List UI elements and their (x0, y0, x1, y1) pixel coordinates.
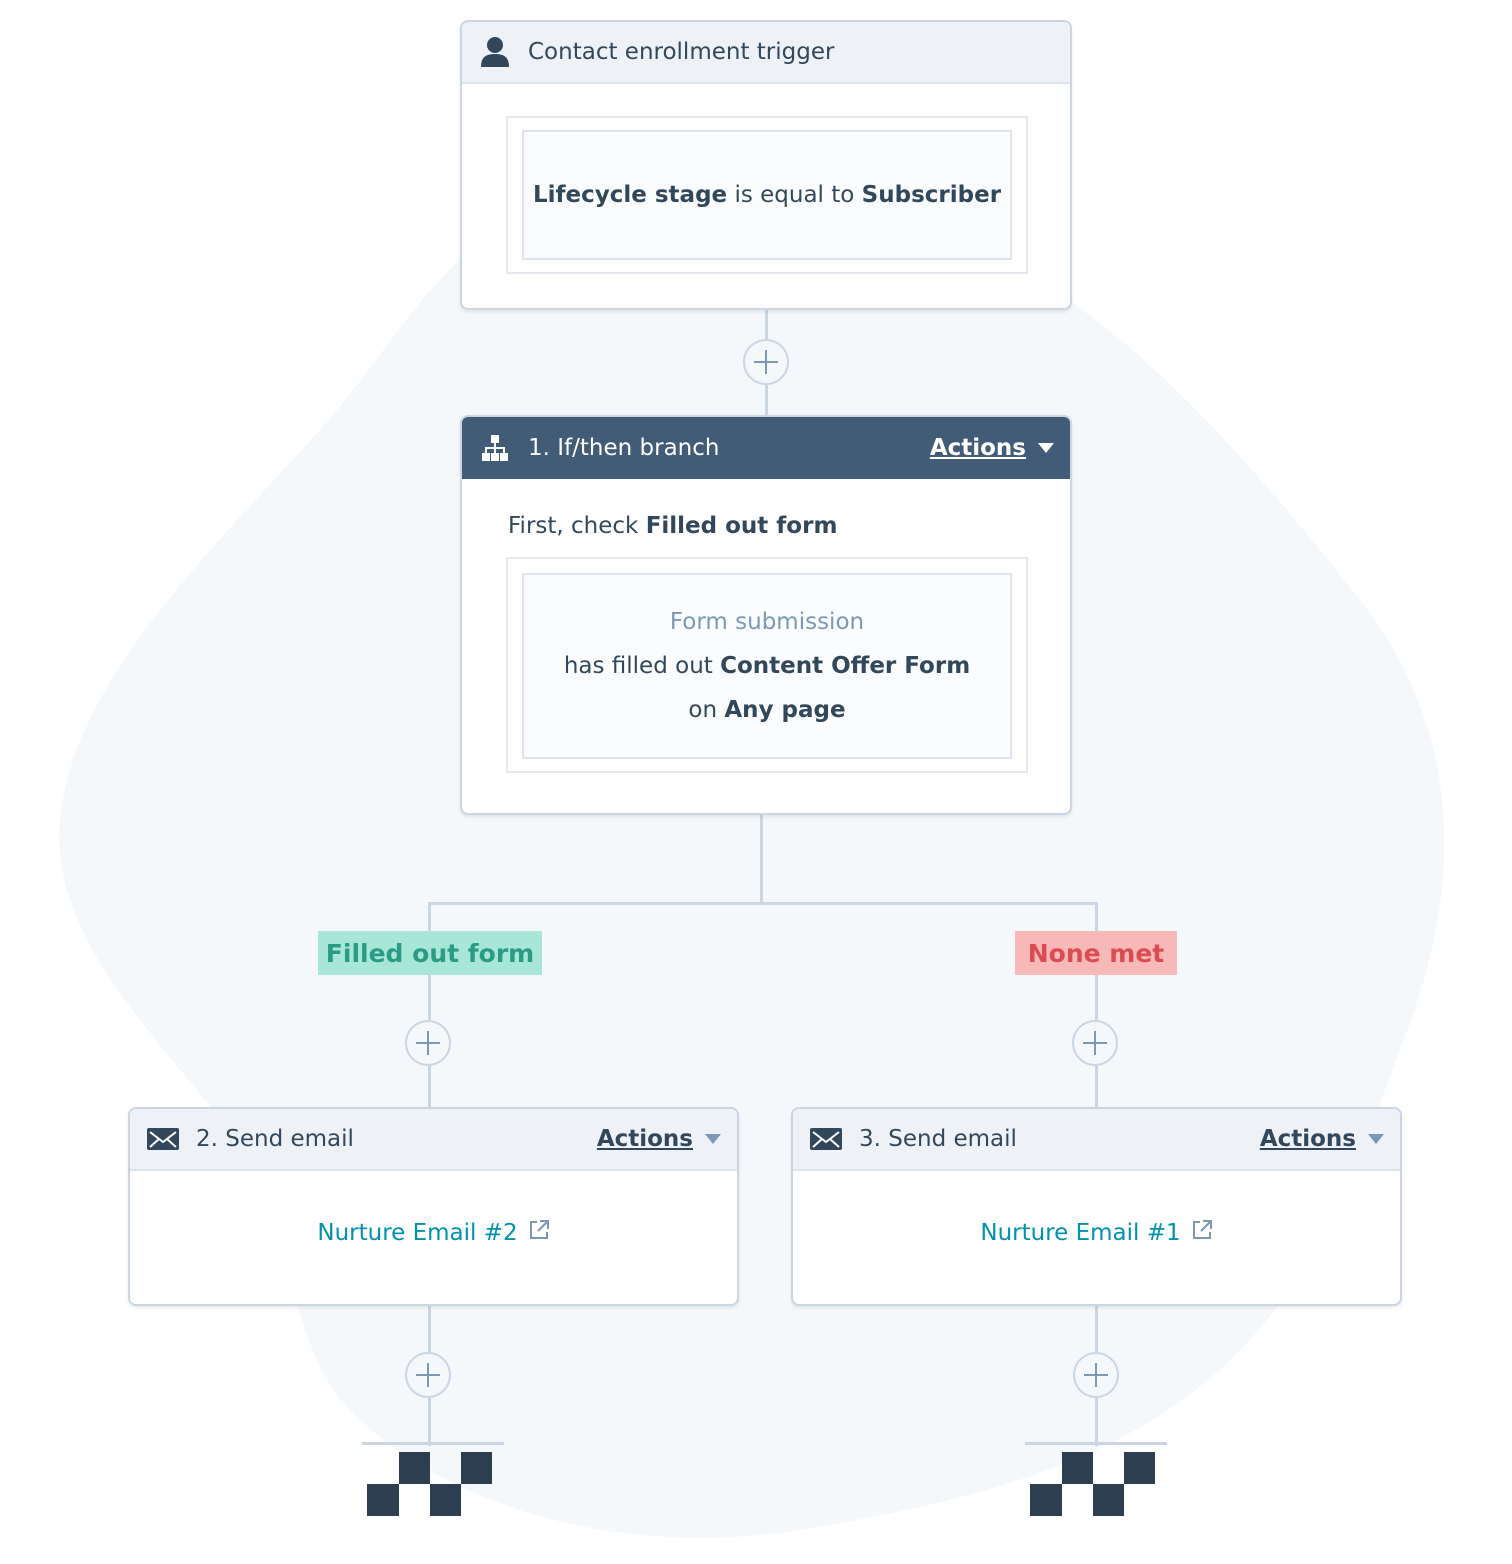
connector-split-horizontal (428, 902, 1098, 905)
email-title-3: 3. Send email (859, 1126, 1017, 1152)
add-action-button-right-end[interactable] (1073, 1352, 1119, 1398)
external-link-icon (1191, 1219, 1213, 1247)
email-link-nurture-2[interactable]: Nurture Email #2 (130, 1219, 737, 1247)
filter-line-2: has filled out Content Offer Form (564, 644, 970, 688)
email-title-2: 2. Send email (196, 1126, 354, 1152)
email-actions-dropdown-3[interactable]: Actions (1260, 1126, 1384, 1152)
end-line-left (362, 1442, 504, 1445)
external-link-icon (528, 1219, 550, 1247)
filter-value: Subscriber (861, 182, 1002, 208)
connector-left-branch (428, 902, 431, 1110)
filter-line-3: on Any page (688, 688, 845, 732)
branch-filter[interactable]: Form submission has filled out Content O… (522, 573, 1012, 759)
branch-filter-outer: Form submission has filled out Content O… (506, 557, 1028, 773)
branch-tag-none-met[interactable]: None met (1015, 931, 1177, 975)
envelope-icon (146, 1124, 180, 1154)
filter-page: Any page (724, 697, 846, 723)
trigger-filter-outer: Lifecycle stage is equal to Subscriber (506, 116, 1028, 274)
connector-branch-split (760, 812, 763, 905)
add-action-button-left-end[interactable] (405, 1352, 451, 1398)
filter-form-name: Content Offer Form (720, 653, 971, 679)
email-header-3: 3. Send email Actions (793, 1109, 1400, 1171)
filter-property: Lifecycle stage (532, 182, 728, 208)
branch-header: 1. If/then branch Actions (462, 417, 1070, 479)
enrollment-trigger-card[interactable]: Contact enrollment trigger Lifecycle sta… (460, 20, 1072, 310)
filter-line2-prefix: has filled out (563, 653, 713, 679)
envelope-icon (809, 1124, 843, 1154)
email-name-1: Nurture Email #1 (980, 1220, 1181, 1246)
add-action-button-left[interactable] (405, 1020, 451, 1066)
trigger-header: Contact enrollment trigger (462, 22, 1070, 84)
send-email-card-2[interactable]: 2. Send email Actions Nurture Email #2 (128, 1107, 739, 1306)
email-actions-label-2: Actions (596, 1126, 693, 1152)
send-email-card-3[interactable]: 3. Send email Actions Nurture Email #1 (791, 1107, 1402, 1306)
chevron-down-icon (1368, 1134, 1384, 1144)
filter-line3-prefix: on (688, 697, 718, 723)
finish-flag-icon (1030, 1452, 1155, 1516)
trigger-title: Contact enrollment trigger (528, 39, 835, 65)
connector-right-branch (1095, 902, 1098, 1110)
chevron-down-icon (705, 1134, 721, 1144)
add-action-button-1[interactable] (743, 339, 789, 385)
trigger-filter-text: Lifecycle stage is equal to Subscriber (533, 182, 1001, 208)
check-name: Filled out form (645, 513, 838, 539)
end-line-right (1025, 1442, 1167, 1445)
email-actions-dropdown-2[interactable]: Actions (597, 1126, 721, 1152)
branch-title: 1. If/then branch (528, 435, 720, 461)
branch-actions-dropdown[interactable]: Actions (930, 435, 1054, 461)
email-name-2: Nurture Email #2 (317, 1220, 518, 1246)
contact-icon (478, 37, 512, 67)
finish-flag-icon (367, 1452, 492, 1516)
filter-category: Form submission (669, 609, 865, 635)
filter-operator: is equal to (734, 182, 855, 208)
check-prefix: First, check (508, 513, 639, 539)
add-action-button-right[interactable] (1072, 1020, 1118, 1066)
trigger-filter[interactable]: Lifecycle stage is equal to Subscriber (522, 130, 1012, 260)
if-then-branch-card[interactable]: 1. If/then branch Actions First, check F… (460, 415, 1072, 815)
email-link-nurture-1[interactable]: Nurture Email #1 (793, 1219, 1400, 1247)
branch-icon (478, 433, 512, 463)
chevron-down-icon (1038, 443, 1054, 453)
branch-tag-filled-out-form[interactable]: Filled out form (318, 931, 542, 975)
branch-check-text: First, check Filled out form (508, 513, 837, 539)
branch-actions-label: Actions (929, 435, 1026, 461)
email-actions-label-3: Actions (1259, 1126, 1356, 1152)
email-header-2: 2. Send email Actions (130, 1109, 737, 1171)
